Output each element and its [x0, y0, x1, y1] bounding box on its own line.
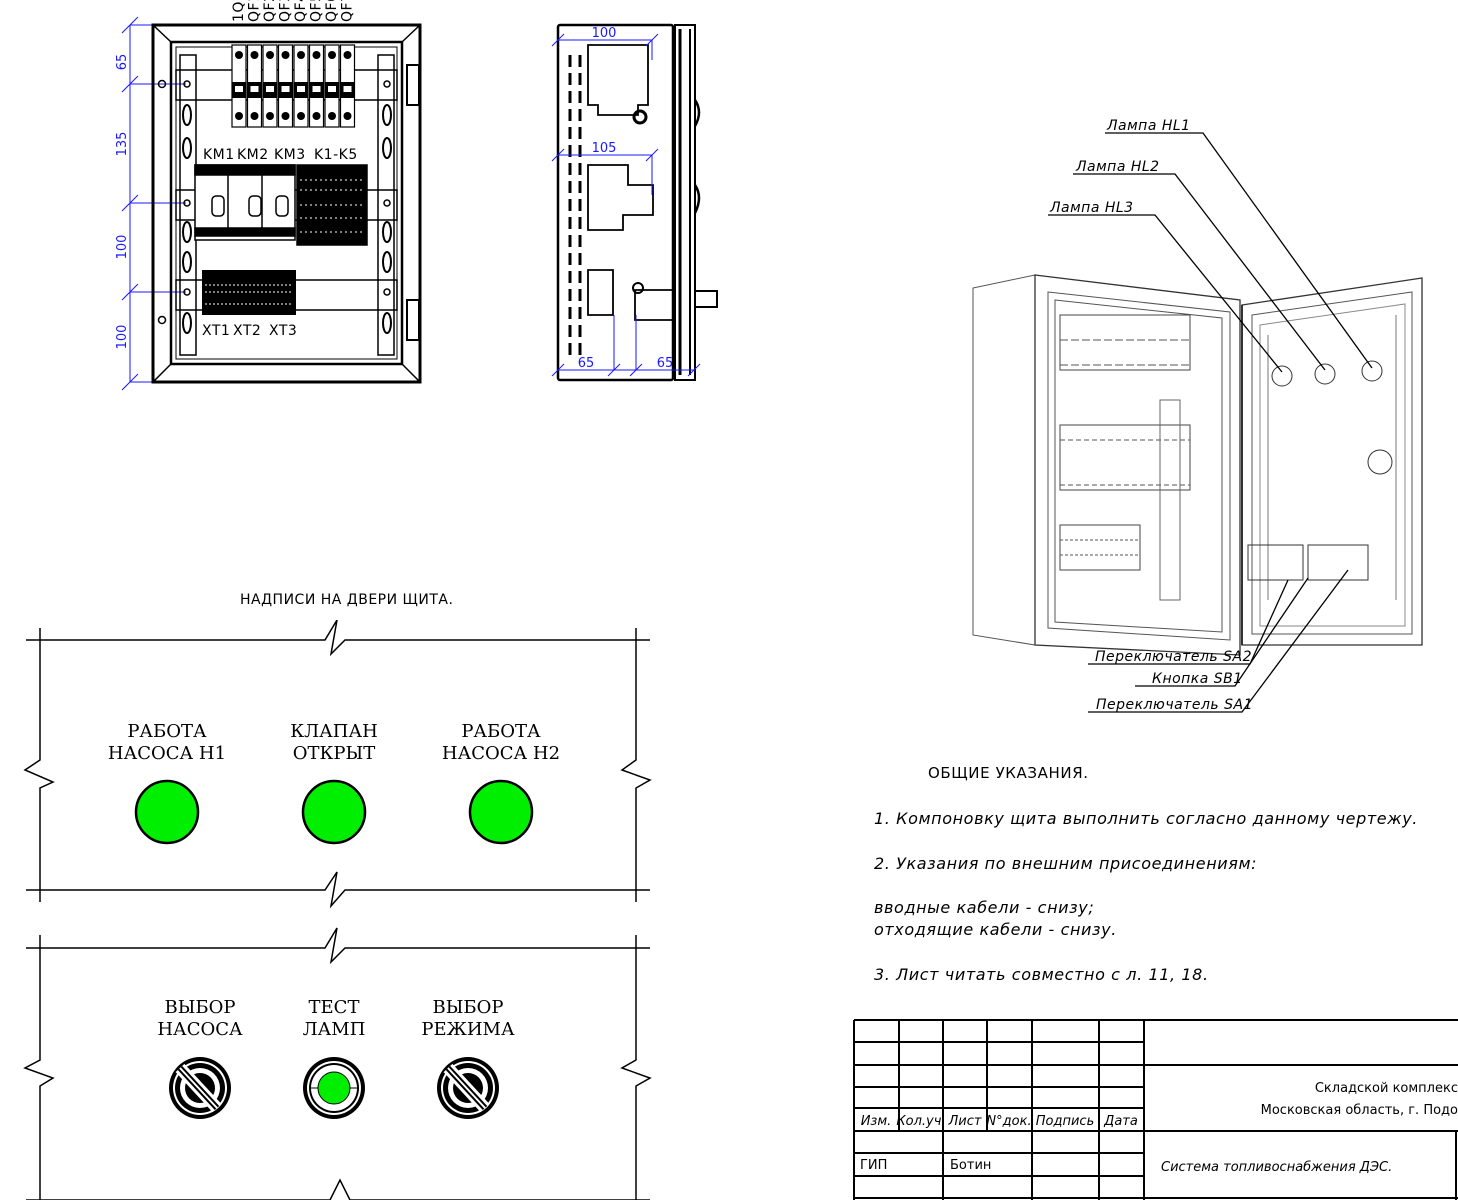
label-xt2: XT2	[233, 323, 261, 339]
breaker-label: QF5	[309, 0, 325, 22]
note-3: 3. Лист читать совместно с л. 11, 18.	[874, 965, 1209, 984]
control-label-line2: ЛАМП	[303, 1019, 366, 1040]
relay-row-k	[300, 179, 365, 233]
dim-135: 135	[115, 132, 130, 157]
breaker-qf6	[324, 44, 340, 128]
callout-hl2: Лампа HL2	[1075, 159, 1160, 175]
control-label-line1: ВЫБОР	[164, 997, 235, 1018]
dim-65: 65	[115, 54, 130, 71]
note-2a: вводные кабели - снизу;	[874, 898, 1095, 917]
breaker-qf1	[246, 44, 263, 128]
dim-100-a: 100	[115, 235, 130, 260]
breaker-label: QF2	[262, 0, 278, 22]
dim-100-b: 100	[115, 325, 130, 350]
selector-switch-icon	[443, 1063, 490, 1113]
breaker-label: 1QF	[231, 0, 247, 22]
th-n-dok: N°док.	[986, 1114, 1031, 1129]
green-lamp-icon	[468, 779, 534, 845]
label-km1: KM1	[203, 147, 235, 163]
role-gip: ГИП	[860, 1158, 887, 1173]
breaker-label: QF7	[340, 0, 356, 22]
lamp-label-line1: КЛАПАН	[290, 721, 378, 742]
breaker-row-qf	[231, 44, 356, 128]
notes-heading: ОБЩИЕ УКАЗАНИЯ.	[928, 764, 1089, 782]
lamp-label-line2: НАСОСА Н2	[442, 743, 560, 764]
note-2: 2. Указания по внешним присоединениям:	[874, 854, 1258, 873]
label-xt1: XT1	[202, 323, 230, 339]
label-k1-k5: K1-K5	[314, 147, 358, 163]
label-xt3: XT3	[269, 323, 297, 339]
control-label-line2: НАСОСА	[157, 1019, 243, 1040]
control-label-line1: ВЫБОР	[432, 997, 503, 1018]
th-list: Лист	[948, 1114, 982, 1129]
side-view-drawing: 100 105 65 65	[551, 23, 718, 382]
breaker-1qf	[231, 44, 247, 128]
breaker-qf5	[308, 44, 325, 128]
note-1: 1. Компоновку щита выполнить согласно да…	[874, 809, 1418, 828]
breaker-label: QF3	[278, 0, 294, 22]
lamp-label-line2: НАСОСА Н1	[108, 743, 226, 764]
callout-hl3: Лампа HL3	[1049, 200, 1134, 216]
label-km2: KM2	[237, 147, 269, 163]
control-label-line1: ТЕСТ	[309, 997, 360, 1018]
breaker-qf4	[293, 44, 309, 128]
breaker-label: QF1	[247, 0, 263, 22]
callout-sb1: Кнопка SB1	[1152, 671, 1243, 687]
push-button-lamp-icon	[311, 1065, 357, 1111]
breaker-qf2	[262, 44, 278, 128]
side-dim-105: 105	[592, 141, 617, 156]
selector-switch-icon	[175, 1063, 222, 1113]
system-name: Система топливоснабжения ДЭС.	[1161, 1160, 1392, 1175]
title-block: Изм. Кол.уч. Лист N°док. Подпись Дата ГИ…	[853, 1019, 1458, 1200]
control-label-line2: РЕЖИМА	[421, 1019, 515, 1040]
breaker-qf7	[339, 44, 356, 128]
lamp-label-line2: ОТКРЫТ	[293, 743, 376, 764]
lamp-label-line1: РАБОТА	[127, 721, 207, 742]
isometric-view-drawing: Лампа HL1 Лампа HL2 Лампа HL3 Переключат…	[972, 118, 1423, 713]
th-data: Дата	[1103, 1114, 1138, 1129]
project-line1: Складской комплекс	[1315, 1081, 1458, 1096]
label-km3: KM3	[274, 147, 306, 163]
breaker-label: QF4	[293, 0, 309, 22]
name-botin: Ботин	[950, 1158, 991, 1173]
th-podpis: Подпись	[1036, 1114, 1094, 1129]
breaker-label: QF6	[324, 0, 340, 22]
side-dim-65-left: 65	[578, 356, 595, 371]
lamp-label-line1: РАБОТА	[461, 721, 541, 742]
door-labels-title: НАДПИСИ НА ДВЕРИ ЩИТА.	[240, 592, 454, 608]
green-lamp-icon	[301, 779, 367, 845]
side-dim-100: 100	[592, 26, 617, 41]
callout-hl1: Лампа HL1	[1106, 118, 1191, 134]
callout-sa2: Переключатель SA2	[1095, 649, 1252, 665]
front-view-drawing: 65 135 100 100	[115, 0, 422, 391]
front-dimension-chain	[121, 16, 186, 391]
green-lamp-icon	[134, 779, 200, 845]
project-line2: Московская область, г. Подо	[1261, 1103, 1458, 1118]
side-dim-65-right: 65	[657, 356, 674, 371]
note-2b: отходящие кабели - снизу.	[874, 920, 1117, 939]
callout-sa1: Переключатель SA1	[1096, 697, 1253, 713]
th-kol-uch: Кол.уч.	[896, 1114, 945, 1129]
th-izm: Изм.	[861, 1114, 892, 1129]
breaker-qf3	[277, 44, 294, 128]
